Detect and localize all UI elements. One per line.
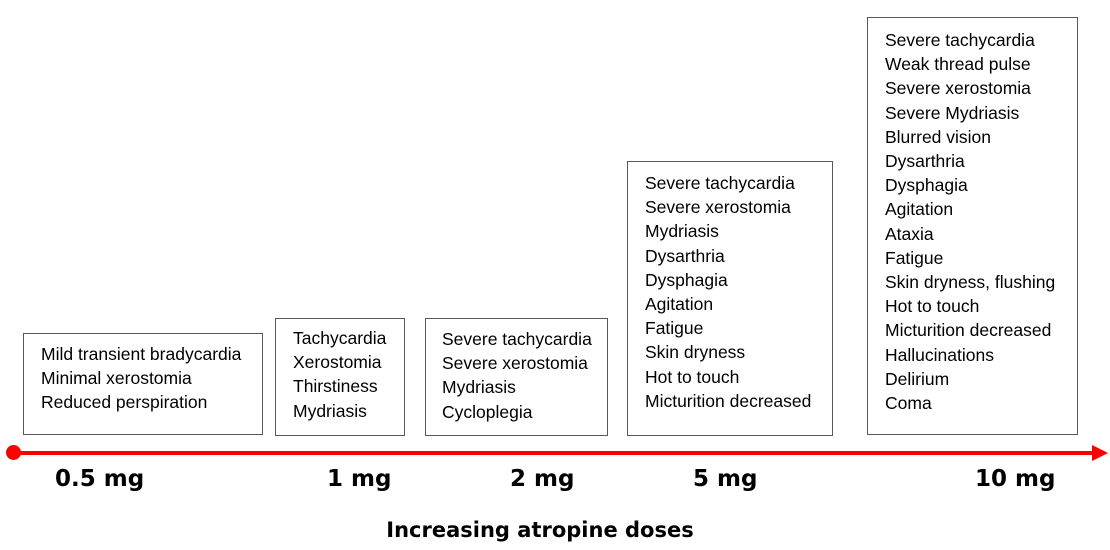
effect-item: Severe tachycardia <box>885 30 1035 50</box>
effect-item: Blurred vision <box>885 126 992 147</box>
axis-origin-dot-icon <box>6 445 21 460</box>
effects-list: Severe tachycardia Weak thread pulse Sev… <box>885 28 1077 415</box>
effect-item: Cycloplegia <box>442 401 533 422</box>
effect-item: Mild transient bradycardia <box>41 344 242 364</box>
effects-box-2mg: Severe tachycardia Severe xerostomia Myd… <box>425 318 608 436</box>
effect-item: Delirium <box>885 368 950 389</box>
dose-label-10mg: 10 mg <box>975 466 1056 492</box>
effect-item: Severe Mydriasis <box>885 102 1020 123</box>
effect-item: Hot to touch <box>885 296 980 317</box>
effect-item: Weak thread pulse <box>885 54 1031 75</box>
effect-item: Micturition decreased <box>645 390 812 411</box>
axis-arrow-icon <box>1092 445 1108 461</box>
effect-item: Coma <box>885 393 932 414</box>
dose-axis-line <box>13 451 1095 455</box>
effect-item: Micturition decreased <box>885 320 1052 341</box>
axis-title: Increasing atropine doses <box>386 518 694 542</box>
effects-list: Severe tachycardia Severe xerostomia Myd… <box>645 171 832 413</box>
dose-label-1mg: 1 mg <box>327 466 392 492</box>
effect-item: Fatigue <box>645 318 704 339</box>
effect-item: Reduced perspiration <box>41 392 208 413</box>
effect-item: Tachycardia <box>293 328 387 348</box>
effect-item: Skin dryness <box>645 342 746 363</box>
effect-item: Mydriasis <box>442 377 516 398</box>
effect-item: Thirstiness <box>293 376 378 397</box>
effect-item: Xerostomia <box>293 352 382 373</box>
effect-item: Dysarthria <box>885 151 965 172</box>
effect-item: Agitation <box>885 199 954 220</box>
effect-item: Severe xerostomia <box>645 197 791 218</box>
effect-item: Mydriasis <box>293 400 367 421</box>
effect-item: Severe xerostomia <box>442 353 588 374</box>
effects-box-0-5mg: Mild transient bradycardia Minimal xeros… <box>23 333 263 435</box>
effect-item: Dysarthria <box>645 245 725 266</box>
effects-list: Mild transient bradycardia Minimal xeros… <box>41 342 262 415</box>
effect-item: Ataxia <box>885 223 934 244</box>
effects-list: Severe tachycardia Severe xerostomia Myd… <box>442 327 607 424</box>
effect-item: Fatigue <box>885 247 944 268</box>
effect-item: Mydriasis <box>645 221 719 242</box>
effect-item: Severe tachycardia <box>442 329 592 349</box>
effect-item: Dysphagia <box>645 269 728 290</box>
dose-label-2mg: 2 mg <box>510 466 575 492</box>
effects-box-10mg: Severe tachycardia Weak thread pulse Sev… <box>867 17 1078 435</box>
effect-item: Hallucinations <box>885 344 994 365</box>
effect-item: Severe tachycardia <box>645 173 795 193</box>
effects-box-5mg: Severe tachycardia Severe xerostomia Myd… <box>627 161 833 436</box>
effect-item: Skin dryness, flushing <box>885 272 1056 293</box>
effect-item: Severe xerostomia <box>885 78 1031 99</box>
dose-label-5mg: 5 mg <box>693 466 758 492</box>
effect-item: Hot to touch <box>645 366 740 387</box>
effect-item: Agitation <box>645 294 714 315</box>
effects-box-1mg: Tachycardia Xerostomia Thirstiness Mydri… <box>275 318 405 436</box>
dose-label-0-5mg: 0.5 mg <box>55 466 145 492</box>
effects-list: Tachycardia Xerostomia Thirstiness Mydri… <box>293 326 404 423</box>
effect-item: Dysphagia <box>885 175 968 196</box>
effect-item: Minimal xerostomia <box>41 368 192 389</box>
